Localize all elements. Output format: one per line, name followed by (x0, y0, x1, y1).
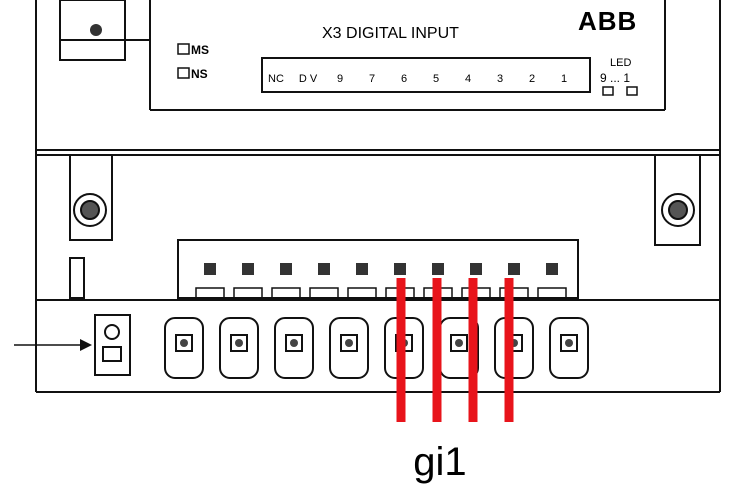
ms-led-label: MS (191, 43, 209, 57)
screw-terminal (329, 317, 369, 379)
ns-led-label: NS (191, 67, 208, 81)
connector-pin-label: 4 (465, 73, 471, 85)
connector-pin-label: 5 (433, 73, 439, 85)
led-group-range: 9 ... 1 (600, 71, 630, 85)
header-pin (546, 263, 558, 275)
header-pin (470, 263, 482, 275)
header-pin-base (537, 287, 567, 299)
brand-logo: ABB (578, 6, 637, 36)
header-pin (318, 263, 330, 275)
header-pin (394, 263, 406, 275)
header-pin-base (347, 287, 377, 299)
bottom-connector (177, 239, 579, 299)
led-9-box (602, 86, 614, 96)
connector-pin-label: 9 (337, 73, 343, 85)
header-title: X3 DIGITAL INPUT (322, 25, 459, 42)
terminal-row (164, 317, 589, 379)
header-pin-base (499, 287, 529, 299)
header-pin (356, 263, 368, 275)
connector-pin-label: NC (268, 73, 284, 85)
header-pin-base (233, 287, 263, 299)
header-pin (508, 263, 520, 275)
ms-led-box (177, 43, 190, 55)
header-pin (432, 263, 444, 275)
screw-terminal (494, 317, 534, 379)
header-pin (242, 263, 254, 275)
status-led-group: MS NS (177, 43, 209, 81)
connector-pin-label: 3 (497, 73, 503, 85)
ns-led-box (177, 67, 190, 79)
header-pin-base (309, 287, 339, 299)
header-pin (280, 263, 292, 275)
connector-pin-label: 2 (529, 73, 535, 85)
housing (35, 0, 721, 393)
highlighted-wires (396, 278, 514, 422)
screw-terminal (219, 317, 259, 379)
header-pin-base (271, 287, 301, 299)
screw-terminal (274, 317, 314, 379)
led-1-box (626, 86, 638, 96)
pointer-arrow (14, 339, 92, 351)
slider-switch (69, 257, 85, 299)
x3-connector: NC D V 9 7 6 5 4 3 2 1 (261, 57, 591, 93)
screw-terminal (549, 317, 589, 379)
caption-label: gi1 (413, 440, 467, 484)
header-pin-base (195, 287, 225, 299)
header-pin (204, 263, 216, 275)
connector-pin-label: 6 (401, 73, 407, 85)
connector-pin-label: D V (299, 73, 318, 85)
connector-pin-label: 1 (561, 73, 567, 85)
connector-pin-label: 7 (369, 73, 375, 85)
ground-terminal (94, 314, 131, 376)
led-group-label: LED (610, 57, 631, 69)
left-mount (69, 154, 113, 241)
top-knob (90, 24, 102, 36)
right-mount (654, 154, 701, 246)
screw-terminal (164, 317, 204, 379)
